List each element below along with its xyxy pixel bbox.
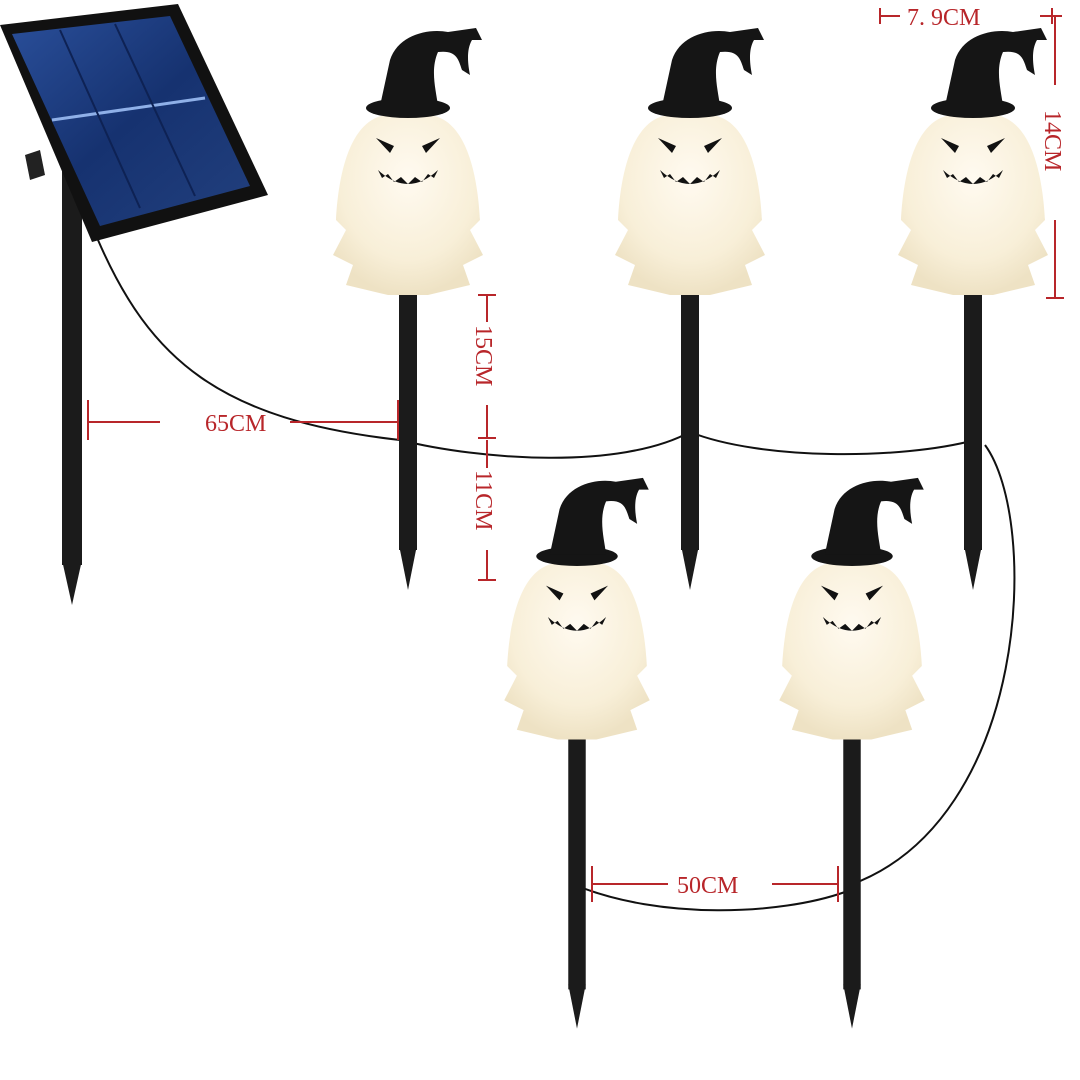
panel-distance-label: 65CM <box>205 411 266 437</box>
stake-upper-label: 15CM <box>470 325 496 386</box>
dimension-between-lights: 50CM <box>591 866 839 902</box>
hat-width-label: 7. 9CM <box>907 5 980 31</box>
ghost-height-label: 14CM <box>1039 110 1065 171</box>
wire-bottom-row <box>574 884 846 912</box>
solar-panel <box>0 4 268 605</box>
ghost-light-5 <box>779 477 925 1029</box>
ghost-light-1 <box>333 28 483 590</box>
dimension-stake-upper: 15CM <box>470 294 496 439</box>
ghost-light-2 <box>615 28 765 590</box>
wire-panel-to-first <box>97 239 401 441</box>
light-spacing-label: 50CM <box>677 873 738 899</box>
dimension-panel-to-first: 65CM <box>87 400 399 440</box>
dimension-stake-lower: 11CM <box>470 440 496 581</box>
dimension-ghost-height: 14CM <box>1039 15 1065 299</box>
ghost-light-3 <box>898 28 1048 590</box>
wire-to-bottom-row <box>849 444 1016 886</box>
ghost-light-4 <box>504 477 650 1029</box>
stake-lower-label: 11CM <box>470 470 496 530</box>
dimension-hat-width: 7. 9CM <box>879 5 1058 31</box>
